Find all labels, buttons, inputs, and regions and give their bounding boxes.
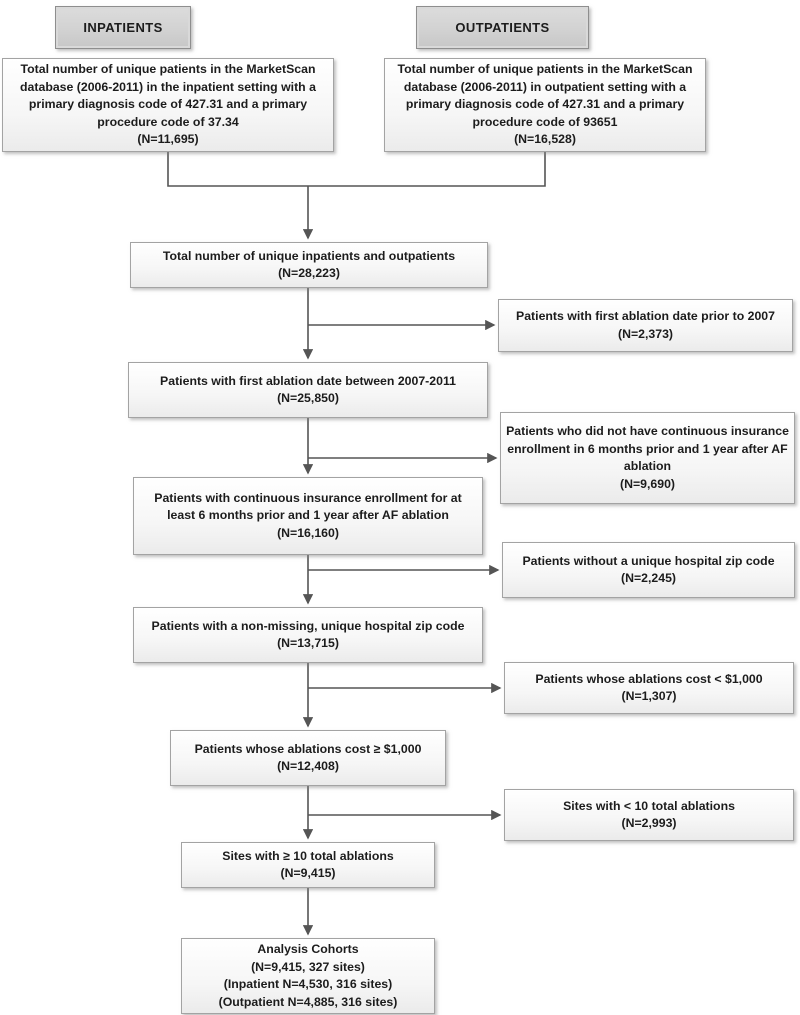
flow-box-zip: Patients with a non-missing, unique hosp… bbox=[133, 607, 483, 663]
flow-box-combined: Total number of unique inpatients and ou… bbox=[130, 242, 488, 288]
exclusion-box-no-insurance: Patients who did not have continuous ins… bbox=[500, 412, 795, 504]
header-inpatients-label: INPATIENTS bbox=[83, 19, 163, 35]
flow-box-cost: Patients whose ablations cost ≥ $1,000 (… bbox=[170, 730, 446, 786]
box-n: (N=16,160) bbox=[277, 525, 339, 540]
box-text: Patients with a non-missing, unique hosp… bbox=[151, 618, 465, 633]
flow-box-inpatient-total: Total number of unique patients in the M… bbox=[2, 58, 334, 152]
box-text: Patients whose ablations cost < $1,000 bbox=[535, 671, 763, 686]
analysis-line: (N=9,415, 327 sites) bbox=[251, 959, 365, 974]
box-text: Sites with < 10 total ablations bbox=[563, 798, 735, 813]
flow-box-insurance: Patients with continuous insurance enrol… bbox=[133, 477, 483, 555]
box-text: Patients who did not have continuous ins… bbox=[506, 424, 789, 473]
flow-box-analysis-cohorts: Analysis Cohorts (N=9,415, 327 sites) (I… bbox=[181, 938, 435, 1014]
flow-box-ablation-2007-2011: Patients with first ablation date betwee… bbox=[128, 362, 488, 418]
box-text: Sites with ≥ 10 total ablations bbox=[222, 848, 394, 863]
box-n: (N=9,690) bbox=[619, 476, 676, 491]
box-n: (N=25,850) bbox=[277, 391, 339, 405]
box-n: (N=2,373) bbox=[617, 326, 674, 341]
box-text: Total number of unique patients in the M… bbox=[20, 62, 316, 129]
box-n: (N=2,993) bbox=[621, 816, 677, 830]
box-text: Patients with first ablation date prior … bbox=[516, 309, 775, 323]
box-n: (N=9,415) bbox=[280, 866, 336, 880]
box-n: (N=2,245) bbox=[620, 571, 677, 585]
exclusion-box-no-zip: Patients without a unique hospital zip c… bbox=[502, 542, 795, 598]
box-text: Patients without a unique hospital zip c… bbox=[522, 553, 775, 568]
box-text: Patients with continuous insurance enrol… bbox=[154, 490, 462, 523]
box-n: (N=11,695) bbox=[137, 132, 199, 147]
analysis-line: (Inpatient N=4,530, 316 sites) bbox=[223, 977, 393, 991]
analysis-line: (Outpatient N=4,885, 316 sites) bbox=[218, 994, 398, 1009]
box-n: (N=28,223) bbox=[278, 266, 340, 280]
header-outpatients-label: OUTPATIENTS bbox=[455, 19, 550, 35]
exclusion-box-prior-2007: Patients with first ablation date prior … bbox=[498, 299, 793, 352]
analysis-line: Analysis Cohorts bbox=[257, 942, 359, 956]
merge-bracket-line bbox=[167, 152, 546, 187]
flow-box-sites: Sites with ≥ 10 total ablations (N=9,415… bbox=[181, 842, 435, 888]
box-n: (N=1,307) bbox=[621, 689, 677, 703]
box-n: (N=12,408) bbox=[277, 759, 339, 773]
exclusion-box-sites-less: Sites with < 10 total ablations (N=2,993… bbox=[504, 789, 794, 841]
box-text: Total number of unique inpatients and ou… bbox=[162, 248, 456, 263]
exclusion-box-cost-less: Patients whose ablations cost < $1,000 (… bbox=[504, 662, 794, 714]
header-box-outpatients: OUTPATIENTS bbox=[416, 6, 589, 49]
flow-box-outpatient-total: Total number of unique patients in the M… bbox=[384, 58, 706, 152]
box-n: (N=16,528) bbox=[514, 132, 576, 147]
box-n: (N=13,715) bbox=[277, 636, 339, 650]
box-text: Total number of unique patients in the M… bbox=[397, 62, 693, 129]
box-text: Patients whose ablations cost ≥ $1,000 bbox=[194, 741, 422, 756]
header-box-inpatients: INPATIENTS bbox=[55, 6, 191, 49]
box-text: Patients with first ablation date betwee… bbox=[160, 373, 456, 388]
